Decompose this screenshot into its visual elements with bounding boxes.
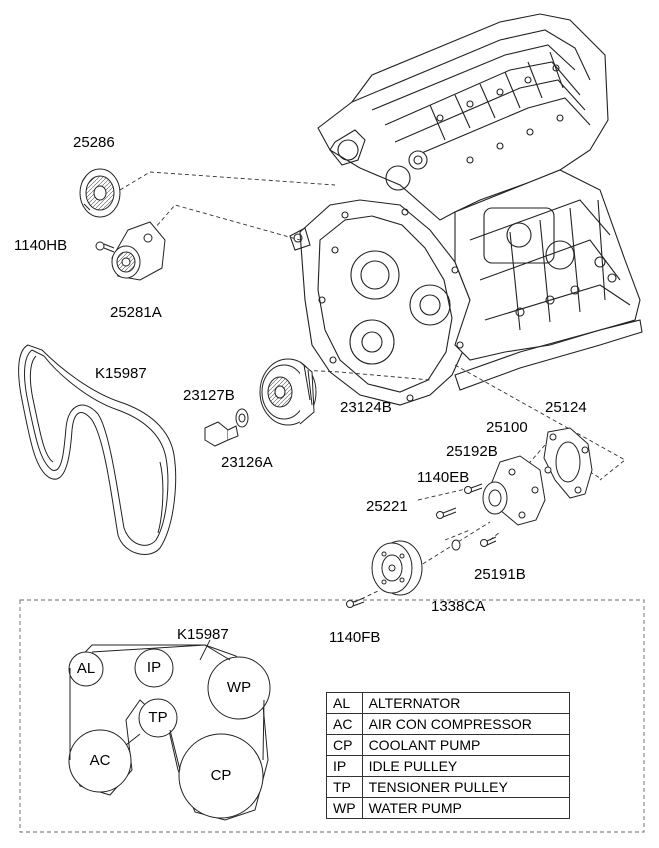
part-label-25281A: 25281A xyxy=(110,304,162,321)
washer-part xyxy=(235,408,249,428)
belt-routing-diagram xyxy=(19,599,645,833)
part-label-1338CA: 1338CA xyxy=(431,598,486,615)
pump-gasket-part xyxy=(543,427,593,499)
circle-label-ac: AC xyxy=(89,752,111,769)
water-pump-circle xyxy=(207,656,271,720)
part-label-25192B: 25192B xyxy=(446,443,498,460)
legend-code: TP xyxy=(326,776,363,798)
part-label-1140EB: 1140EB xyxy=(417,469,470,486)
circle-label-ip: IP xyxy=(146,659,162,676)
legend-code: AL xyxy=(326,692,363,714)
legend-name: AIR CON COMPRESSOR xyxy=(361,713,570,735)
part-label-1140FB: 1140FB xyxy=(329,629,381,646)
part-label-25191B: 25191B xyxy=(474,566,526,583)
part-label-25100: 25100 xyxy=(486,419,528,436)
legend-code: CP xyxy=(326,734,363,756)
pump-pulley-part xyxy=(371,540,423,596)
part-label-1140HB: 1140HB xyxy=(14,237,68,254)
tensioner-pulley-circle xyxy=(138,698,178,738)
part-label-25124: 25124 xyxy=(545,399,587,416)
pump-bolts-part xyxy=(436,483,497,551)
part-label-K15987-belt: K15987 xyxy=(95,365,147,382)
circle-label-tp: TP xyxy=(148,709,168,726)
circle-label-wp: WP xyxy=(226,679,252,696)
coolant-pump-circle xyxy=(178,733,264,819)
crank-bolt-part xyxy=(204,421,239,447)
legend-name: IDLE PULLEY xyxy=(361,755,570,777)
air-con-compressor-circle xyxy=(68,729,132,793)
legend-name: WATER PUMP xyxy=(361,797,570,819)
crankshaft-pulley-part xyxy=(259,358,317,426)
drive-belt-part xyxy=(18,344,177,555)
tensioner-assembly-part xyxy=(95,221,166,281)
part-label-23124B: 23124B xyxy=(340,399,392,416)
part-label-23126A: 23126A xyxy=(221,454,273,471)
alternator-circle xyxy=(68,651,104,687)
water-pump-part xyxy=(482,455,546,526)
legend-code: IP xyxy=(326,755,363,777)
part-label-K15987-routing: K15987 xyxy=(177,626,229,643)
legend-name: ALTERNATOR xyxy=(361,692,570,714)
legend-code: AC xyxy=(326,713,363,735)
part-label-23127B: 23127B xyxy=(183,387,235,404)
circle-label-cp: CP xyxy=(210,767,232,784)
pulley-bolt-part xyxy=(346,597,365,608)
legend-name: TENSIONER PULLEY xyxy=(361,776,570,798)
idle-pulley-circle xyxy=(134,648,174,688)
legend-code: WP xyxy=(326,797,363,819)
circle-label-al: AL xyxy=(76,660,96,677)
legend-name: COOLANT PUMP xyxy=(361,734,570,756)
idle-pulley-part xyxy=(79,168,121,218)
part-label-25221: 25221 xyxy=(366,498,408,515)
part-label-25286: 25286 xyxy=(73,134,115,151)
engine-block-illustration xyxy=(289,13,643,406)
